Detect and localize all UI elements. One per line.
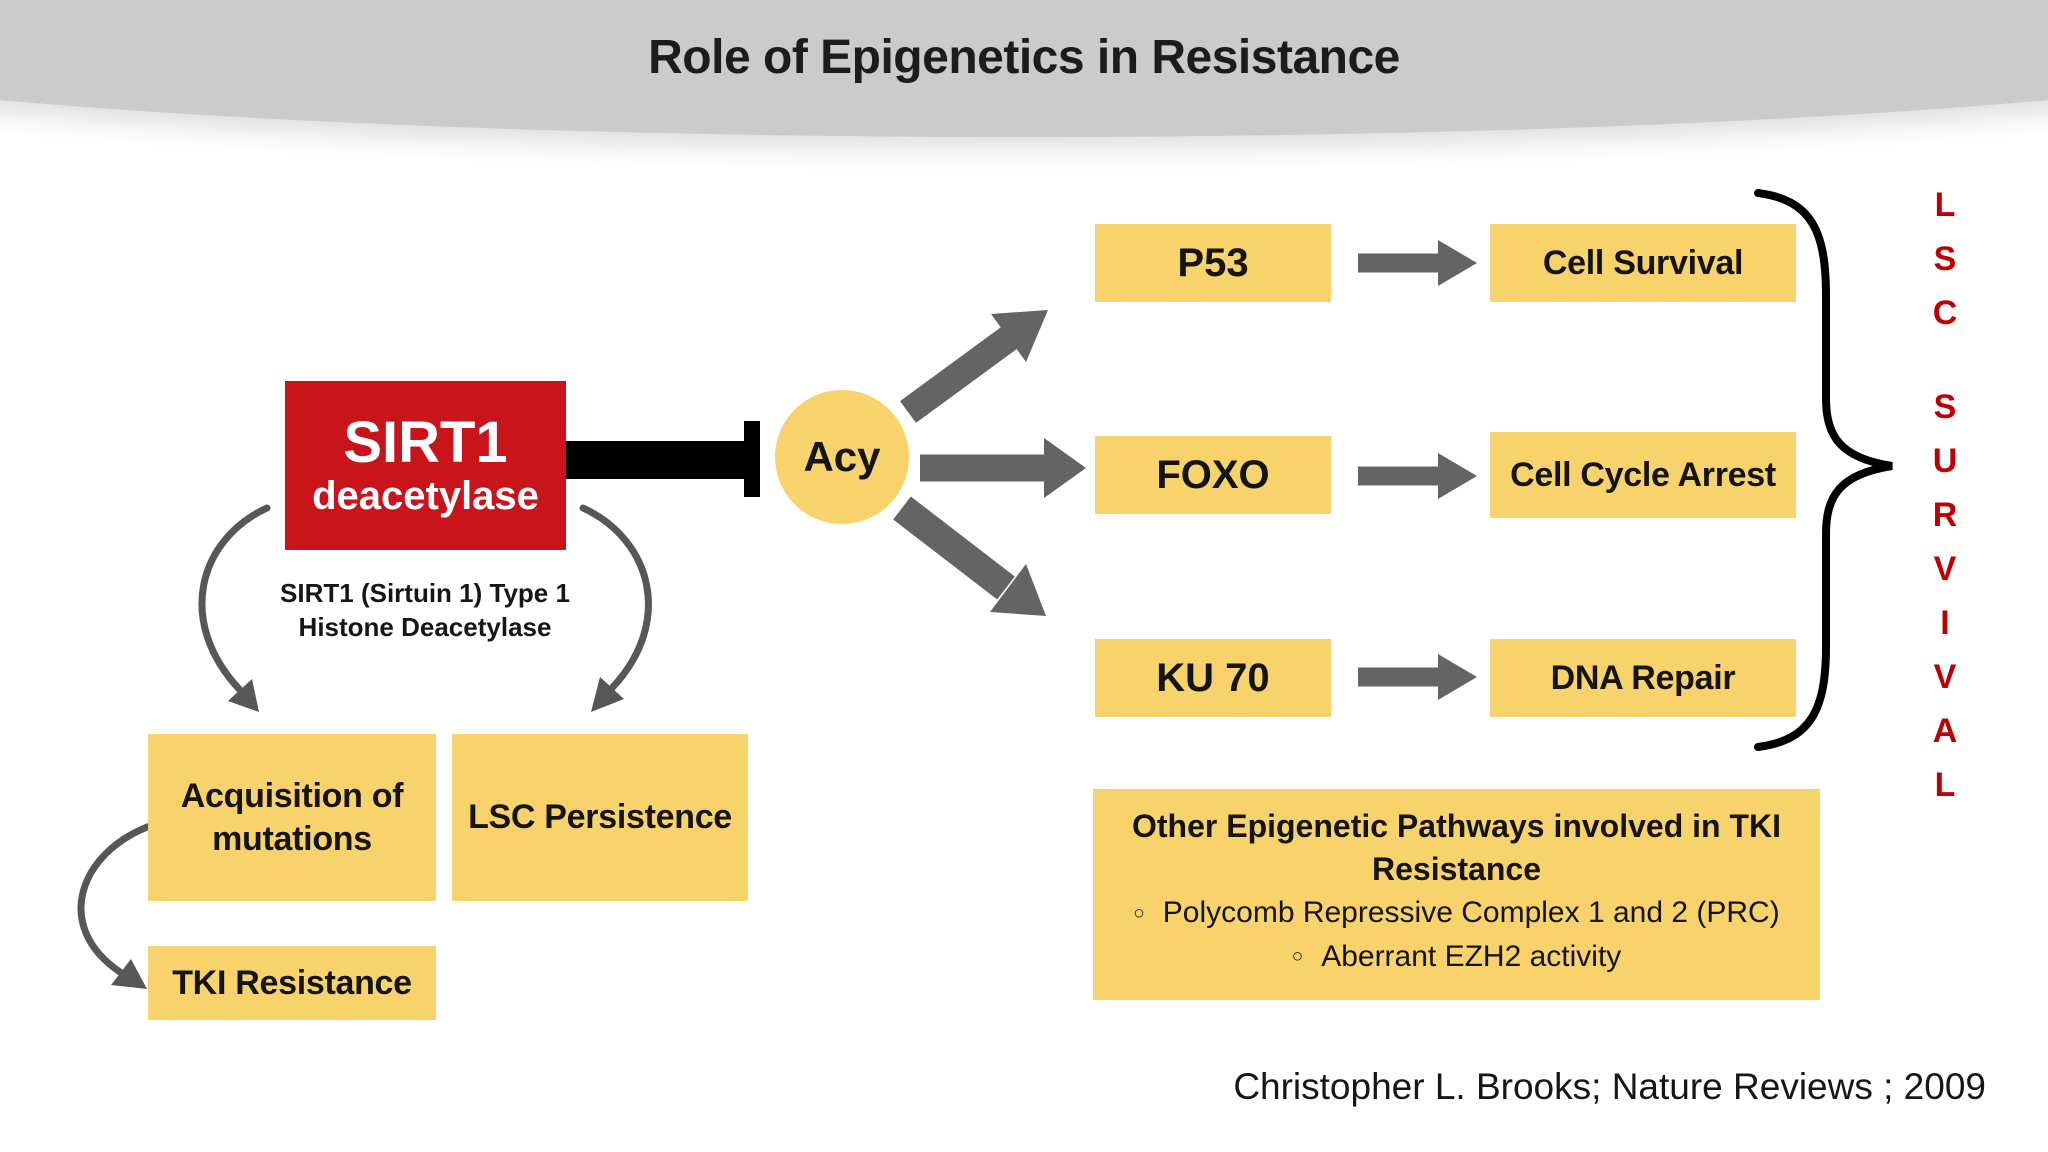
slide-title: Role of Epigenetics in Resistance — [648, 31, 1400, 84]
acy-to-foxo-arrow — [920, 438, 1086, 498]
sirt1-role: deacetylase — [312, 473, 539, 518]
sirt1-description-line1: SIRT1 (Sirtuin 1) Type 1 — [280, 578, 570, 608]
cell-cycle-arrest-box: Cell Cycle Arrest — [1490, 432, 1796, 518]
other-pathways-title-line1: Other Epigenetic Pathways involved in TK… — [1131, 808, 1782, 844]
cell-survival-box: Cell Survival — [1490, 224, 1796, 302]
sirt1-box: SIRT1 deacetylase — [285, 381, 566, 550]
other-pathways-box: Other Epigenetic Pathways involved in TK… — [1093, 789, 1820, 1000]
inhibition-arrow-tbar — [744, 421, 760, 497]
other-pathways-bullet-1-text: Polycomb Repressive Complex 1 and 2 (PRC… — [1162, 896, 1780, 930]
title-banner — [0, 0, 2048, 137]
p53-label: P53 — [1177, 240, 1249, 285]
foxo-to-cell-cycle-arrest-arrow — [1358, 453, 1477, 499]
acy-node: Acy — [775, 390, 909, 524]
acy-label: Acy — [803, 433, 881, 480]
acquisition-line1: Acquisition of — [180, 777, 404, 815]
sirt1-description-line2: Histone Deacetylase — [298, 611, 552, 642]
p53-box: P53 — [1095, 224, 1331, 302]
other-pathways-bullet-2-text: Aberrant EZH2 activity — [1321, 939, 1622, 973]
lsc-persistence-box: LSC Persistence — [452, 734, 748, 901]
foxo-label: FOXO — [1156, 452, 1270, 497]
acquisition-to-tki-arrow — [77, 822, 154, 989]
acy-to-ku70-arrow — [893, 496, 1046, 616]
cell-survival-label: Cell Survival — [1542, 243, 1744, 282]
sirt1-name: SIRT1 — [343, 410, 508, 476]
lsc-word: LSC — [1926, 186, 1964, 348]
dna-repair-label: DNA Repair — [1550, 658, 1736, 697]
other-pathways-bullet-2: ○ Aberrant EZH2 activity — [1292, 935, 1622, 979]
ku70-to-dna-repair-arrow — [1358, 654, 1477, 700]
cell-cycle-arrest-label: Cell Cycle Arrest — [1510, 455, 1776, 494]
ku70-box: KU 70 — [1095, 639, 1331, 717]
ku70-label: KU 70 — [1156, 655, 1270, 700]
lsc-persistence-label: LSC Persistence — [468, 798, 732, 837]
tki-resistance-label: TKI Resistance — [172, 963, 412, 1002]
dna-repair-box: DNA Repair — [1490, 639, 1796, 717]
other-pathways-title-line2: Resistance — [1372, 851, 1541, 888]
lsc-survival-label: LSC SURVIVAL — [1926, 186, 1964, 820]
foxo-box: FOXO — [1095, 436, 1331, 514]
other-pathways-bullet-1: ○ Polycomb Repressive Complex 1 and 2 (P… — [1133, 891, 1779, 935]
acquisition-of-mutations-box: Acquisition of mutations — [148, 734, 436, 901]
inhibition-arrow-shaft — [566, 441, 744, 479]
survival-word: SURVIVAL — [1926, 388, 1964, 820]
circle-bullet-icon: ○ — [1133, 902, 1145, 924]
circle-bullet-icon: ○ — [1291, 946, 1304, 968]
citation: Christopher L. Brooks; Nature Reviews ; … — [1233, 1066, 1986, 1107]
sirt1-description: SIRT1 (Sirtuin 1) Type 1 Histone Deacety… — [235, 577, 615, 645]
p53-to-cell-survival-arrow — [1358, 240, 1477, 286]
acquisition-line2: mutations — [212, 819, 372, 858]
tki-resistance-box: TKI Resistance — [148, 946, 436, 1020]
acy-to-p53-arrow — [900, 310, 1048, 423]
